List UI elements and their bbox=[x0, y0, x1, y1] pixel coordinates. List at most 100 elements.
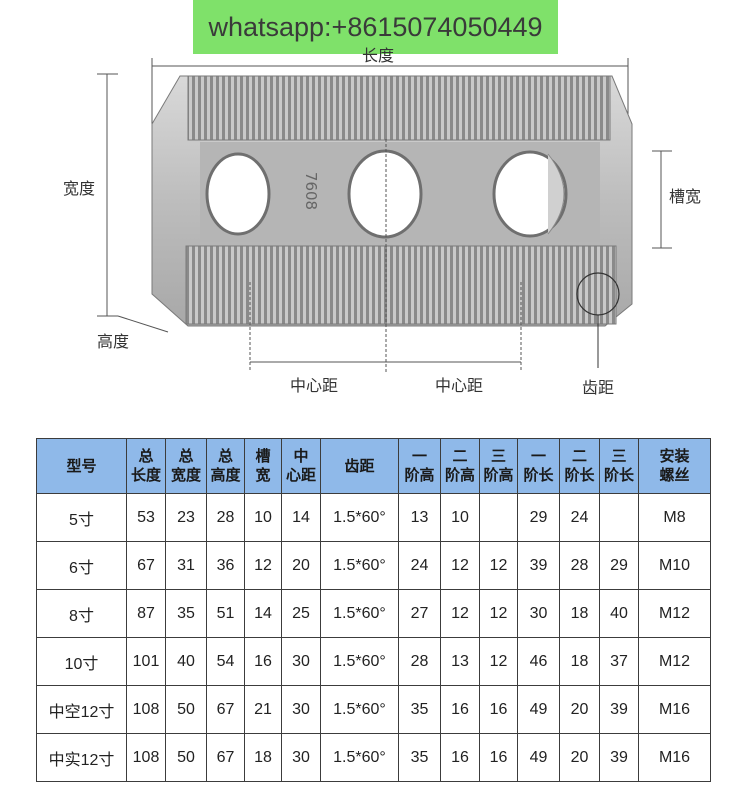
table-cell: 39 bbox=[517, 541, 560, 590]
contact-banner-text: whatsapp:+8615074050449 bbox=[208, 11, 543, 42]
table-cell: 20 bbox=[281, 541, 321, 590]
table-cell: 67 bbox=[126, 541, 166, 590]
table-cell: 14 bbox=[244, 589, 282, 638]
table-cell: 30 bbox=[281, 685, 321, 734]
table-cell: 67 bbox=[206, 685, 245, 734]
table-cell: 1.5*60° bbox=[320, 685, 399, 734]
contact-banner: whatsapp:+8615074050449 bbox=[193, 0, 558, 54]
table-cell: 16 bbox=[440, 685, 480, 734]
table-cell: 1.5*60° bbox=[320, 541, 399, 590]
table-cell: 30 bbox=[517, 589, 560, 638]
table-cell: 16 bbox=[244, 637, 282, 686]
table-cell: M16 bbox=[638, 685, 711, 734]
column-header: 齿距 bbox=[320, 438, 399, 494]
part-drawing bbox=[97, 58, 672, 372]
table-cell: 25 bbox=[281, 589, 321, 638]
height-dimension-line bbox=[117, 315, 169, 333]
table-cell: 49 bbox=[517, 733, 560, 782]
table-cell: 1.5*60° bbox=[320, 589, 399, 638]
total-length-label: 长度 bbox=[362, 46, 395, 65]
table-cell: 108 bbox=[126, 733, 166, 782]
table-cell: 35 bbox=[398, 685, 441, 734]
table-cell: 中空12寸 bbox=[36, 685, 127, 734]
table-cell: 30 bbox=[281, 637, 321, 686]
hole-center bbox=[347, 149, 423, 239]
table-cell: 40 bbox=[599, 589, 639, 638]
column-header: 二 阶长 bbox=[559, 438, 600, 494]
table-cell: 13 bbox=[440, 637, 480, 686]
table-cell: 49 bbox=[517, 685, 560, 734]
column-header: 三 阶高 bbox=[479, 438, 518, 494]
table-cell: 10寸 bbox=[36, 637, 127, 686]
column-header: 总 长度 bbox=[126, 438, 166, 494]
table-cell: 18 bbox=[244, 733, 282, 782]
table-cell: 18 bbox=[559, 589, 600, 638]
table-cell: 12 bbox=[479, 541, 518, 590]
table-cell: M10 bbox=[638, 541, 711, 590]
table-cell: 1.5*60° bbox=[320, 637, 399, 686]
slot-width-label: 槽宽 bbox=[669, 187, 702, 206]
table-cell: 10 bbox=[244, 493, 282, 542]
table-cell: 12 bbox=[440, 589, 480, 638]
table-cell: 31 bbox=[165, 541, 207, 590]
table-header-row: 型号总 长度总 宽度总 高度槽 宽中 心距齿距一 阶高二 阶高三 阶高一 阶长二… bbox=[36, 438, 711, 494]
column-header: 一 阶长 bbox=[517, 438, 560, 494]
table-cell: 12 bbox=[479, 589, 518, 638]
table-cell: 40 bbox=[165, 637, 207, 686]
table-cell: 108 bbox=[126, 685, 166, 734]
part-marking: 7608 bbox=[302, 171, 321, 211]
table-cell bbox=[479, 493, 518, 542]
table-cell: 35 bbox=[165, 589, 207, 638]
table-cell: 24 bbox=[559, 493, 600, 542]
center-distance-label-1: 中心距 bbox=[290, 376, 339, 395]
table-cell: 27 bbox=[398, 589, 441, 638]
table-cell: 1.5*60° bbox=[320, 493, 399, 542]
table-cell: 中实12寸 bbox=[36, 733, 127, 782]
table-cell: 101 bbox=[126, 637, 166, 686]
table-cell: 23 bbox=[165, 493, 207, 542]
column-header: 总 高度 bbox=[206, 438, 245, 494]
column-header: 二 阶高 bbox=[440, 438, 480, 494]
table-cell: 37 bbox=[599, 637, 639, 686]
table-cell: 20 bbox=[559, 685, 600, 734]
table-cell: 53 bbox=[126, 493, 166, 542]
table-cell: M16 bbox=[638, 733, 711, 782]
table-cell: 46 bbox=[517, 637, 560, 686]
column-header: 安装 螺丝 bbox=[638, 438, 711, 494]
table-cell: 12 bbox=[244, 541, 282, 590]
table-cell: 21 bbox=[244, 685, 282, 734]
top-tooth-rail bbox=[187, 75, 611, 141]
table-cell: 36 bbox=[206, 541, 245, 590]
table-cell: 14 bbox=[281, 493, 321, 542]
table-cell: 8寸 bbox=[36, 589, 127, 638]
table-cell: 16 bbox=[479, 733, 518, 782]
column-header: 三 阶长 bbox=[599, 438, 639, 494]
table-cell bbox=[599, 493, 639, 542]
column-header: 一 阶高 bbox=[398, 438, 441, 494]
table-cell: 18 bbox=[559, 637, 600, 686]
width-label: 宽度 bbox=[63, 179, 96, 198]
table-cell: 20 bbox=[559, 733, 600, 782]
spec-table: 型号总 长度总 宽度总 高度槽 宽中 心距齿距一 阶高二 阶高三 阶高一 阶长二… bbox=[36, 438, 711, 782]
column-header: 槽 宽 bbox=[244, 438, 282, 494]
table-cell: 50 bbox=[165, 733, 207, 782]
table-cell: 39 bbox=[599, 685, 639, 734]
table-cell: 12 bbox=[479, 637, 518, 686]
column-header: 中 心距 bbox=[281, 438, 321, 494]
table-cell: 1.5*60° bbox=[320, 733, 399, 782]
table-cell: 50 bbox=[165, 685, 207, 734]
table-cell: 29 bbox=[599, 541, 639, 590]
table-cell: 51 bbox=[206, 589, 245, 638]
tooth-pitch-label: 齿距 bbox=[582, 378, 615, 397]
bottom-tooth-rail bbox=[185, 245, 617, 325]
table-cell: M12 bbox=[638, 637, 711, 686]
table-cell: 28 bbox=[398, 637, 441, 686]
table-cell: 5寸 bbox=[36, 493, 127, 542]
hole-left bbox=[205, 152, 271, 236]
height-label: 高度 bbox=[97, 332, 130, 351]
